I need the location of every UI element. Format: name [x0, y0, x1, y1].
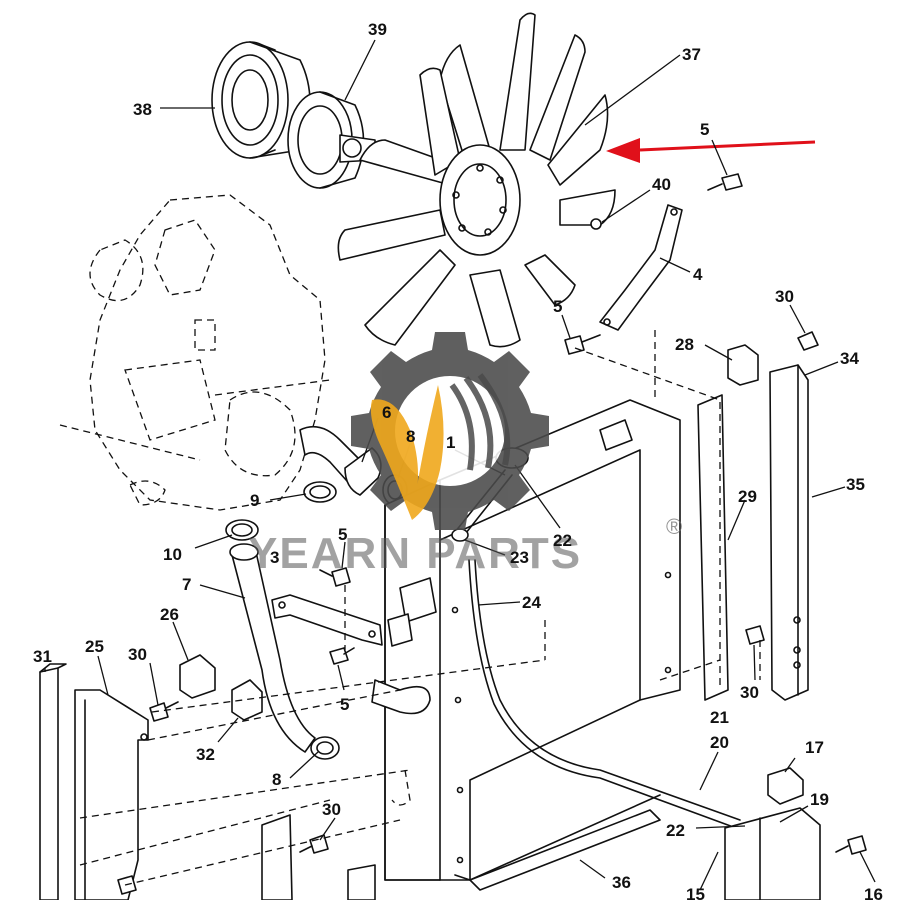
- callout-6: 6: [382, 403, 391, 422]
- logo-stripes: [449, 373, 511, 471]
- reserve-tank-15: [724, 807, 821, 900]
- bolt-16: [835, 835, 867, 855]
- seal-plate-29: [697, 394, 729, 701]
- gasket-10: [225, 519, 259, 541]
- callout-5-left: 5: [338, 525, 347, 544]
- callout-25: 25: [85, 637, 104, 656]
- callout-4: 4: [693, 265, 703, 284]
- fan-guard-bracket-4: [599, 204, 683, 331]
- side-panel-25: [74, 689, 149, 900]
- callout-28: 28: [675, 335, 694, 354]
- lower-hose-7: [229, 543, 316, 753]
- callout-38: 38: [133, 100, 152, 119]
- overflow-hose-24: [468, 559, 741, 829]
- callout-23: 23: [510, 548, 529, 567]
- seal-bracket-28: [727, 344, 759, 386]
- bolt-5-lower: [329, 647, 355, 665]
- callout-15: 15: [686, 885, 705, 900]
- callout-29: 29: [738, 487, 757, 506]
- support-bracket-3: [271, 594, 383, 646]
- bottom-seal-36: [469, 809, 661, 891]
- callout-5-mid: 5: [553, 297, 562, 316]
- callout-35: 35: [846, 475, 865, 494]
- callout-32: 32: [196, 745, 215, 764]
- seal-cover-34-35: [769, 364, 809, 701]
- callout-21: 21: [710, 708, 729, 727]
- callout-5-top: 5: [700, 120, 709, 139]
- callout-7: 7: [182, 575, 191, 594]
- callout-1: 1: [446, 433, 455, 452]
- nut-40: [590, 218, 602, 230]
- flame-icon: [370, 385, 444, 520]
- callout-40: 40: [652, 175, 671, 194]
- callout-16: 16: [864, 885, 883, 900]
- engine-block-outline: [59, 194, 331, 511]
- callout-31: 31: [33, 647, 52, 666]
- callout-5-lower: 5: [340, 695, 349, 714]
- callout-9: 9: [250, 491, 259, 510]
- radiator-bolt-holes: [451, 571, 672, 864]
- fan-hub-bolt-holes: [452, 164, 507, 236]
- cushion-32: [231, 679, 263, 721]
- watermark-brand-text: YEARN PARTS: [248, 529, 582, 578]
- callout-3: 3: [270, 548, 279, 567]
- bolt-30-bottom: [299, 834, 329, 854]
- cooling-fan-37: [337, 12, 616, 348]
- callout-30-right-bottom: 30: [740, 683, 759, 702]
- callout-30-right-top: 30: [775, 287, 794, 306]
- hose-clamp-8-bottom: [310, 736, 340, 760]
- callout-30-bottom: 30: [322, 800, 341, 819]
- bolt-5-top: [707, 173, 743, 191]
- callout-8-top: 8: [406, 427, 415, 446]
- callout-10: 10: [163, 545, 182, 564]
- callout-30-left: 30: [128, 645, 147, 664]
- callout-37: 37: [682, 45, 701, 64]
- gasket-9: [303, 481, 337, 503]
- yearn-parts-logo-watermark: YEARN PARTS ®: [248, 332, 682, 578]
- assembly-lines: [79, 330, 761, 886]
- cushion-26: [179, 654, 216, 699]
- callout-20: 20: [710, 733, 729, 752]
- callout-22-top: 22: [553, 531, 572, 550]
- callout-34: 34: [840, 349, 859, 368]
- lower-bracket: [261, 814, 376, 900]
- fan-clutch-39: [287, 91, 376, 189]
- callout-26: 26: [160, 605, 179, 624]
- bolt-30-right-bottom: [745, 625, 765, 645]
- callout-22-bottom: 22: [666, 821, 685, 840]
- callout-17: 17: [805, 738, 824, 757]
- callout-8-bottom: 8: [272, 770, 281, 789]
- bolt-5-left: [319, 567, 351, 587]
- callout-labels: 38 39 37 5 40 4 5 30 28 34 6 8 1 9 22 35…: [33, 20, 883, 900]
- seal-strip-31: [39, 663, 67, 900]
- bolt-30-left: [149, 701, 179, 722]
- callout-36: 36: [612, 873, 631, 892]
- registered-mark: ®: [666, 514, 682, 539]
- red-pointer-arrow: [606, 138, 816, 163]
- callout-24: 24: [522, 593, 541, 612]
- upper-hose-6: [299, 425, 382, 496]
- callout-39: 39: [368, 20, 387, 39]
- bolt-30-right-top: [797, 331, 819, 351]
- drain-pipe: [371, 679, 431, 715]
- tank-cap-17: [767, 767, 804, 805]
- callout-19: 19: [810, 790, 829, 809]
